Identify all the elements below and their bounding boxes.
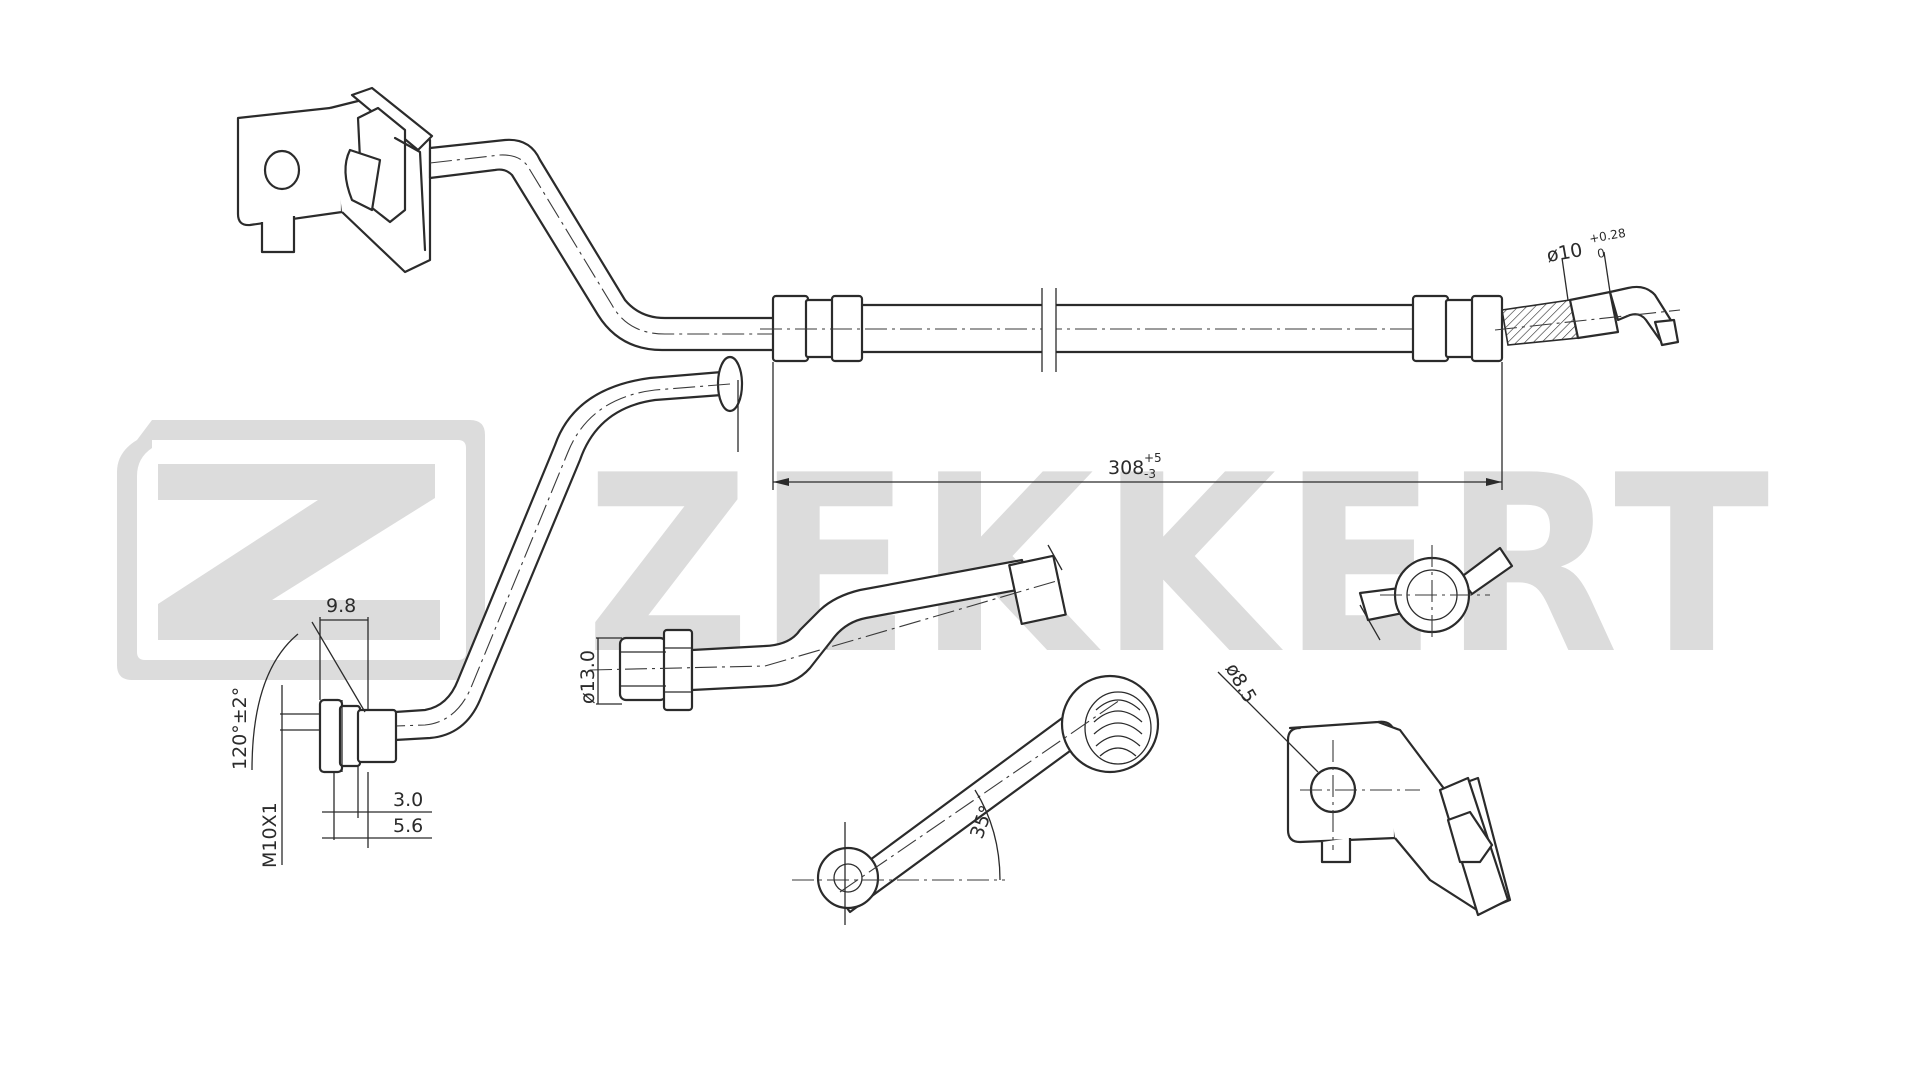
- middle-view-fitting: ø13.0: [577, 544, 1067, 712]
- zekkert-watermark-logo: ZEKKERT: [117, 420, 1769, 708]
- length-tol-upper: +5: [1144, 451, 1162, 465]
- length-dimension: 308 +5 -3: [772, 362, 1503, 490]
- tube-nut-fitting: [318, 698, 398, 774]
- right-tube-end: [1494, 251, 1681, 347]
- tube-diameter-tol-upper: +0.28: [1588, 226, 1627, 246]
- top-view-assembly: ø10 +0.28 0 308 +5 -3: [236, 86, 1681, 490]
- right-crimp-fitting: [1411, 294, 1504, 363]
- bottom-right-bracket: ø8.5: [1217, 660, 1512, 917]
- nut-step-1-label: 3.0: [393, 789, 423, 811]
- fitting-diameter-label: ø13.0: [577, 650, 599, 704]
- tube-diameter-dimension: ø10 +0.28 0: [1545, 226, 1627, 267]
- flare-angle-label: 120°±2°: [229, 687, 251, 770]
- nut-width-label: 9.8: [326, 595, 356, 617]
- nut-step-2-label: 5.6: [393, 815, 423, 837]
- length-label: 308: [1108, 457, 1144, 479]
- bend-view: 35°: [792, 674, 1160, 925]
- left-crimp-fitting: [771, 294, 864, 363]
- tube-diameter-tol-lower: 0: [1596, 246, 1606, 261]
- left-mounting-bracket: [236, 86, 434, 274]
- tube-diameter-label: ø10: [1545, 239, 1584, 267]
- side-view-tube-with-nut: 9.8 120°±2° M10X1 3.0 5.6: [229, 355, 744, 868]
- rubber-hose: [760, 288, 1495, 372]
- length-tol-lower: -3: [1144, 467, 1156, 481]
- thread-label: M10X1: [259, 802, 281, 868]
- right-end-view: [1358, 545, 1514, 641]
